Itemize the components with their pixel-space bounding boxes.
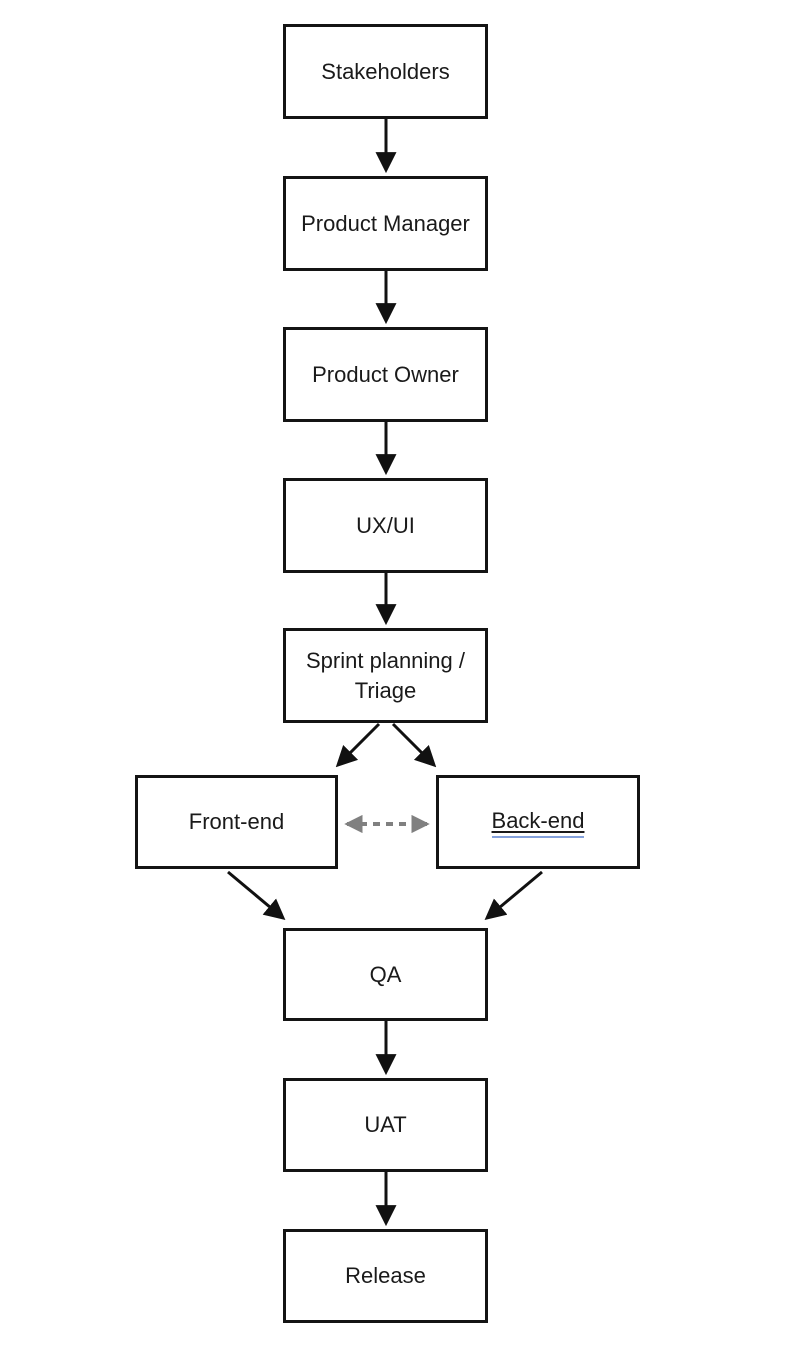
- node-front-end: Front-end: [135, 775, 338, 869]
- node-product-owner-label: Product Owner: [312, 361, 459, 387]
- node-back-end: Back-end: [436, 775, 640, 869]
- node-release: Release: [283, 1229, 488, 1323]
- node-uat-label: UAT: [364, 1112, 407, 1138]
- arrow-sprint-planning-to-back-end: [391, 722, 437, 768]
- node-ux-ui-label: UX/UI: [356, 512, 415, 538]
- arrow-front-end-to-qa: [227, 870, 286, 921]
- node-product-manager-label: Product Manager: [301, 210, 470, 236]
- node-uat: UAT: [283, 1078, 488, 1172]
- node-qa: QA: [283, 928, 488, 1021]
- arrow-back-end-to-qa: [484, 870, 543, 921]
- node-back-end-link[interactable]: Back-end: [491, 806, 585, 839]
- arrow-sprint-planning-to-front-end: [335, 722, 381, 768]
- node-sprint-planning-triage: Sprint planning / Triage: [283, 628, 488, 723]
- node-release-label: Release: [345, 1263, 426, 1289]
- node-stakeholders-label: Stakeholders: [321, 58, 450, 84]
- node-stakeholders: Stakeholders: [283, 24, 488, 119]
- node-front-end-label: Front-end: [188, 809, 285, 835]
- node-product-owner: Product Owner: [283, 327, 488, 422]
- node-qa-label: QA: [369, 961, 402, 987]
- node-sprint-planning-triage-label: Sprint planning / Triage: [306, 648, 465, 703]
- node-product-manager: Product Manager: [283, 176, 488, 271]
- node-ux-ui: UX/UI: [283, 478, 488, 573]
